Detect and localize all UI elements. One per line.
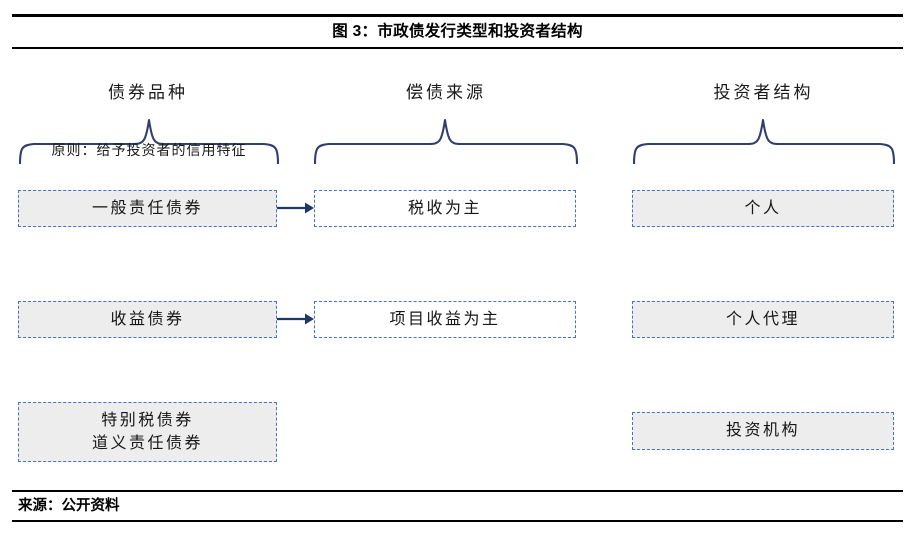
node-label: 个人 bbox=[744, 199, 782, 217]
node-label-line-2: 道义责任债券 bbox=[91, 435, 203, 452]
node-box-revenue-bond[interactable]: 收益债券 bbox=[18, 301, 277, 338]
node-label: 项目收益为主 bbox=[389, 310, 501, 328]
column-header-investor-structure: 投资者结构 bbox=[713, 83, 814, 102]
node-label: 个人代理 bbox=[725, 310, 800, 328]
brace-repayment-source bbox=[313, 118, 579, 164]
node-box-general-obligation-bond[interactable]: 一般责任债券 bbox=[18, 190, 277, 227]
node-label: 税收为主 bbox=[407, 199, 482, 217]
node-box-tax-based-repayment[interactable]: 税收为主 bbox=[314, 190, 576, 227]
title-rule bbox=[12, 14, 903, 49]
node-box-institutional-investor[interactable]: 投资机构 bbox=[632, 412, 894, 450]
page-title: 图 3：市政债发行类型和投资者结构 bbox=[332, 23, 583, 40]
column-header-bond-type: 债券品种 bbox=[108, 83, 188, 102]
source-rule bbox=[12, 490, 903, 522]
node-box-project-revenue-repayment[interactable]: 项目收益为主 bbox=[314, 301, 576, 338]
brace-investor-structure bbox=[632, 118, 896, 164]
source-label: 来源：公开资料 bbox=[18, 498, 120, 514]
brace-caption-bond-type: 原则：给予投资者的信用特征 bbox=[51, 144, 247, 159]
brace-bond-type bbox=[18, 118, 280, 164]
arrow-revenue-bond-to-project-revenue bbox=[277, 311, 315, 327]
node-label: 收益债券 bbox=[110, 310, 185, 328]
column-header-repayment-source: 偿债来源 bbox=[406, 83, 486, 102]
node-label: 投资机构 bbox=[725, 422, 800, 440]
node-box-individual[interactable]: 个人 bbox=[632, 190, 894, 227]
node-label-line-1: 特别税债券 bbox=[101, 411, 194, 429]
node-box-individual-agent[interactable]: 个人代理 bbox=[632, 301, 894, 338]
node-box-special-tax-and-moral-obligation-bond[interactable]: 特别税债券 道义责任债券 bbox=[18, 402, 277, 462]
arrow-general-obligation-to-tax bbox=[277, 200, 315, 216]
node-label: 一般责任债券 bbox=[91, 199, 203, 217]
